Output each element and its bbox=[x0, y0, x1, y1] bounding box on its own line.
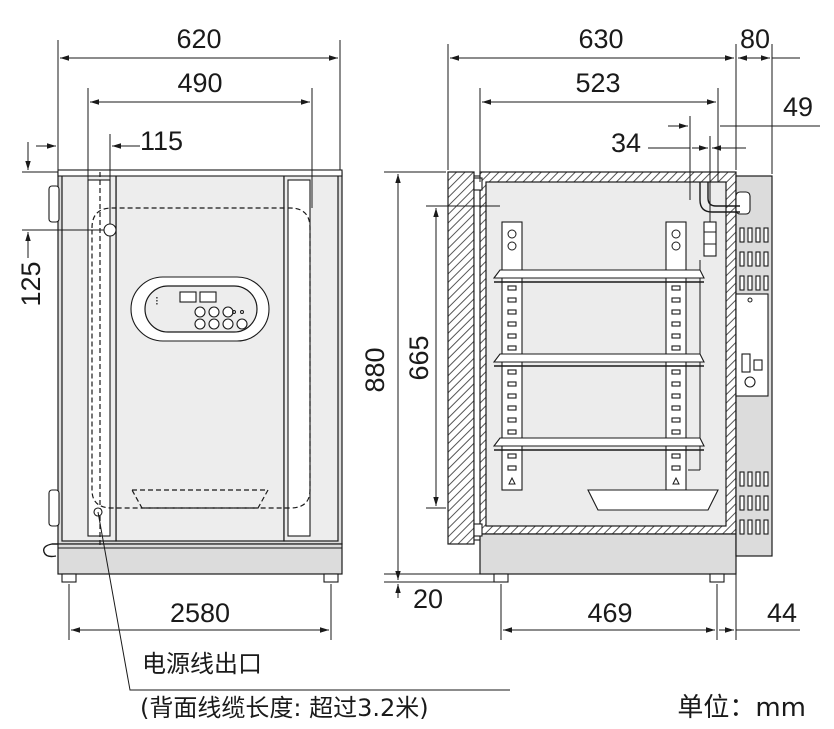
dim-side-foot-height: 20 bbox=[384, 573, 494, 614]
rear-vents-upper bbox=[739, 227, 769, 291]
dim-side-rear-offset: 49 bbox=[668, 92, 820, 200]
dim-label-80: 80 bbox=[740, 24, 770, 54]
dim-label-115: 115 bbox=[140, 126, 183, 156]
dim-side-feet-span: 469 bbox=[500, 584, 718, 640]
dim-label-630: 630 bbox=[578, 24, 623, 54]
front-side-tab-upper bbox=[48, 185, 60, 223]
cable-length-note: (背面线缆长度: 超过3.2米) bbox=[140, 694, 429, 722]
dim-label-469: 469 bbox=[587, 598, 632, 628]
dim-label-2580: 2580 bbox=[170, 598, 230, 628]
power-outlet-leader bbox=[97, 511, 510, 691]
dim-side-depth: 630 bbox=[447, 24, 737, 170]
panel-button bbox=[236, 318, 248, 330]
front-side-tab-lower bbox=[48, 489, 60, 527]
shelf-top bbox=[492, 269, 705, 283]
front-base bbox=[57, 543, 343, 575]
dim-label-20: 20 bbox=[413, 584, 443, 614]
front-foot-right bbox=[323, 573, 339, 583]
display-window-2 bbox=[199, 291, 217, 303]
control-panel: ⁝ bbox=[130, 276, 270, 342]
side-water-tray bbox=[587, 489, 719, 511]
side-fan-unit bbox=[703, 221, 717, 257]
rear-vents-lower bbox=[739, 471, 769, 535]
panel-button bbox=[194, 306, 206, 318]
dim-label-880: 880 bbox=[360, 347, 390, 392]
dim-label-49: 49 bbox=[783, 92, 813, 122]
side-foot-rear bbox=[709, 573, 725, 583]
display-window-1 bbox=[179, 291, 197, 303]
panel-button bbox=[222, 318, 234, 330]
rear-screw-icon bbox=[747, 297, 753, 303]
side-duct bbox=[699, 182, 740, 213]
side-door bbox=[447, 171, 475, 545]
dim-label-44: 44 bbox=[767, 598, 797, 628]
dim-front-offset: 115 bbox=[36, 126, 183, 222]
rear-connector bbox=[741, 353, 751, 373]
dim-label-665: 665 bbox=[404, 335, 434, 380]
shelf-middle bbox=[492, 353, 705, 367]
front-upper-port bbox=[103, 223, 117, 237]
side-foot-front bbox=[493, 573, 509, 583]
power-outlet-label: 电源线出口 bbox=[142, 650, 262, 678]
dim-label-490: 490 bbox=[177, 68, 222, 98]
front-cable-hook bbox=[42, 543, 58, 558]
dim-front-height-offset: 125 bbox=[16, 142, 104, 307]
dim-label-125: 125 bbox=[16, 261, 46, 306]
dim-front-feet-span: 2580 bbox=[68, 584, 332, 640]
dim-side-port-offset: 34 bbox=[611, 128, 746, 222]
dim-front-inner-width: 490 bbox=[87, 68, 313, 208]
front-view: ⁝ 620 490 bbox=[16, 24, 510, 722]
front-tray-outline bbox=[130, 489, 270, 509]
front-door-panel bbox=[115, 174, 285, 542]
dim-side-height: 880 bbox=[360, 171, 494, 583]
rear-power-socket bbox=[744, 376, 756, 388]
dim-label-34: 34 bbox=[611, 128, 641, 158]
front-inner-chamber-outline bbox=[91, 207, 311, 509]
unit-label: 单位：mm bbox=[677, 693, 806, 723]
panel-button bbox=[194, 318, 206, 330]
front-left-handle bbox=[87, 179, 111, 537]
dim-label-620: 620 bbox=[176, 24, 221, 54]
front-top-cap bbox=[57, 169, 343, 177]
panel-button bbox=[222, 306, 234, 318]
dim-side-inner-depth: 523 bbox=[479, 68, 719, 182]
rear-top-port bbox=[735, 191, 751, 215]
front-right-handle bbox=[287, 179, 311, 537]
dim-side-rear-projection: 80 bbox=[738, 24, 800, 174]
dim-side-rear-feet: 44 bbox=[719, 560, 800, 640]
dim-side-inner-height: 665 bbox=[404, 205, 484, 509]
panel-button bbox=[208, 306, 220, 318]
side-view: 630 80 523 49 34 bbox=[360, 24, 820, 640]
shelf-bottom bbox=[492, 437, 705, 451]
front-foot-left bbox=[61, 573, 77, 583]
dim-label-523: 523 bbox=[575, 68, 620, 98]
panel-button bbox=[208, 318, 220, 330]
panel-indicator-icon: ⁝ bbox=[155, 294, 159, 308]
side-base bbox=[479, 533, 737, 575]
